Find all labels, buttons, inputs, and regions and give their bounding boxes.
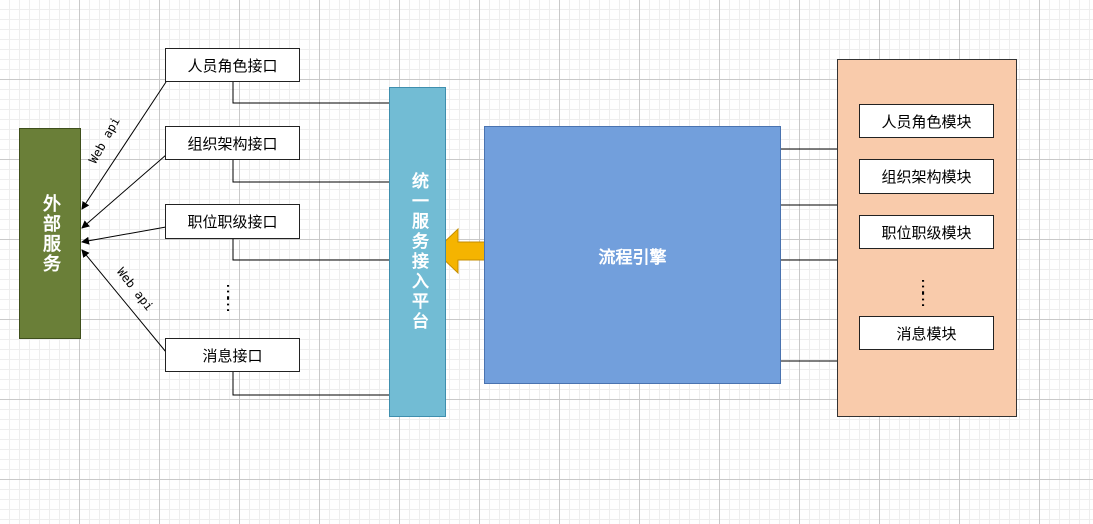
module-label: 组织架构模块 xyxy=(881,168,972,186)
module-ellipsis: …… xyxy=(917,278,937,304)
interface-box-org: 组织架构接口 xyxy=(165,126,300,160)
interface-box-message: 消息接口 xyxy=(165,338,300,372)
api-arrow-position xyxy=(81,226,167,245)
interface-label: 消息接口 xyxy=(202,346,263,365)
api-arrow-message xyxy=(81,249,167,353)
api-arrow-org xyxy=(81,154,167,229)
interface-label: 职位职级接口 xyxy=(187,213,278,231)
process-engine-block: 流程引擎 xyxy=(484,126,781,384)
external-service-block: 外部服务 xyxy=(19,128,81,339)
module-box-position: 职位职级模块 xyxy=(859,215,994,249)
module-box-message: 消息模块 xyxy=(859,316,994,350)
process-engine-label: 流程引擎 xyxy=(598,247,667,268)
service-platform-block: 统一服务接入平台 xyxy=(389,87,446,417)
api-arrow-roles xyxy=(81,81,167,210)
module-label: 人员角色模块 xyxy=(881,112,972,131)
interface-link-position xyxy=(232,239,389,261)
interface-box-position: 职位职级接口 xyxy=(165,204,300,239)
module-label: 消息模块 xyxy=(896,324,957,343)
service-platform-label: 统一服务接入平台 xyxy=(408,172,428,332)
interface-label: 人员角色接口 xyxy=(187,56,278,75)
interface-link-org xyxy=(232,160,389,183)
module-label: 职位职级模块 xyxy=(881,223,972,242)
interface-label: 组织架构接口 xyxy=(187,134,278,153)
interface-link-roles xyxy=(232,82,389,104)
module-box-org: 组织架构模块 xyxy=(859,159,994,194)
module-box-roles: 人员角色模块 xyxy=(859,104,994,138)
interface-box-roles: 人员角色接口 xyxy=(165,48,300,82)
interface-link-message xyxy=(232,372,389,396)
external-service-label: 外部服务 xyxy=(40,193,61,274)
interface-ellipsis: …… xyxy=(222,283,242,309)
